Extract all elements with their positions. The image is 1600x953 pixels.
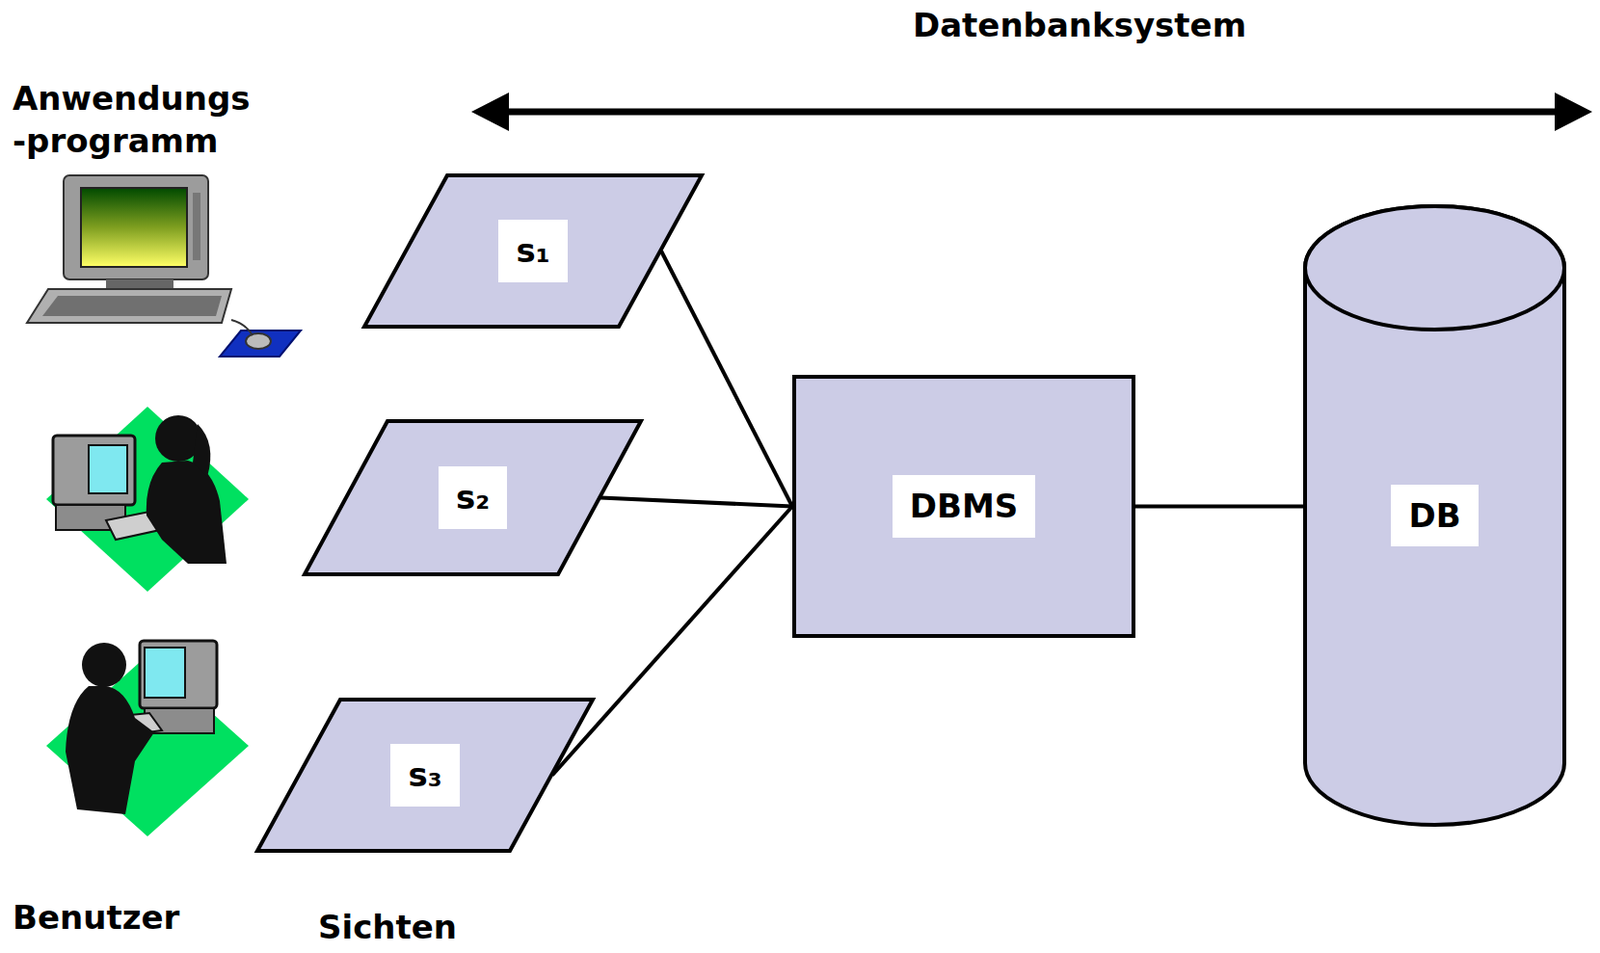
- node-label: DB: [1390, 484, 1478, 548]
- view-parallelogram: s₃: [255, 697, 595, 854]
- user-icon: [46, 406, 249, 592]
- connector-line: [1135, 505, 1304, 509]
- parallelogram-shape: [364, 175, 702, 327]
- node-label: DBMS: [892, 475, 1036, 538]
- dbms-box: DBMS: [792, 374, 1136, 639]
- node-label: s₁: [498, 219, 567, 283]
- cylinder-top: [1305, 206, 1565, 330]
- node-label: s₃: [390, 744, 459, 807]
- computer-icon: [26, 175, 301, 357]
- database-cylinder: DB: [1303, 204, 1567, 827]
- view-parallelogram: s₁: [362, 173, 704, 329]
- connector-line: [661, 251, 793, 507]
- group-label: Sichten: [318, 906, 531, 949]
- view-parallelogram: s₂: [302, 419, 643, 577]
- parallelogram-shape: [304, 421, 641, 575]
- node-label: s₂: [438, 466, 507, 530]
- cylinder-body: [1305, 206, 1565, 826]
- connector-line: [552, 506, 793, 776]
- rect-shape: [794, 376, 1134, 637]
- connector-line: [600, 498, 793, 507]
- parallelogram-shape: [257, 699, 593, 852]
- span-arrow: [471, 92, 1593, 132]
- actor-label: Benutzer: [12, 896, 264, 939]
- system-label: Datenbanksystem: [872, 3, 1287, 47]
- actor-label: Anwendungs -programm: [12, 77, 273, 162]
- user-icon: [46, 640, 249, 837]
